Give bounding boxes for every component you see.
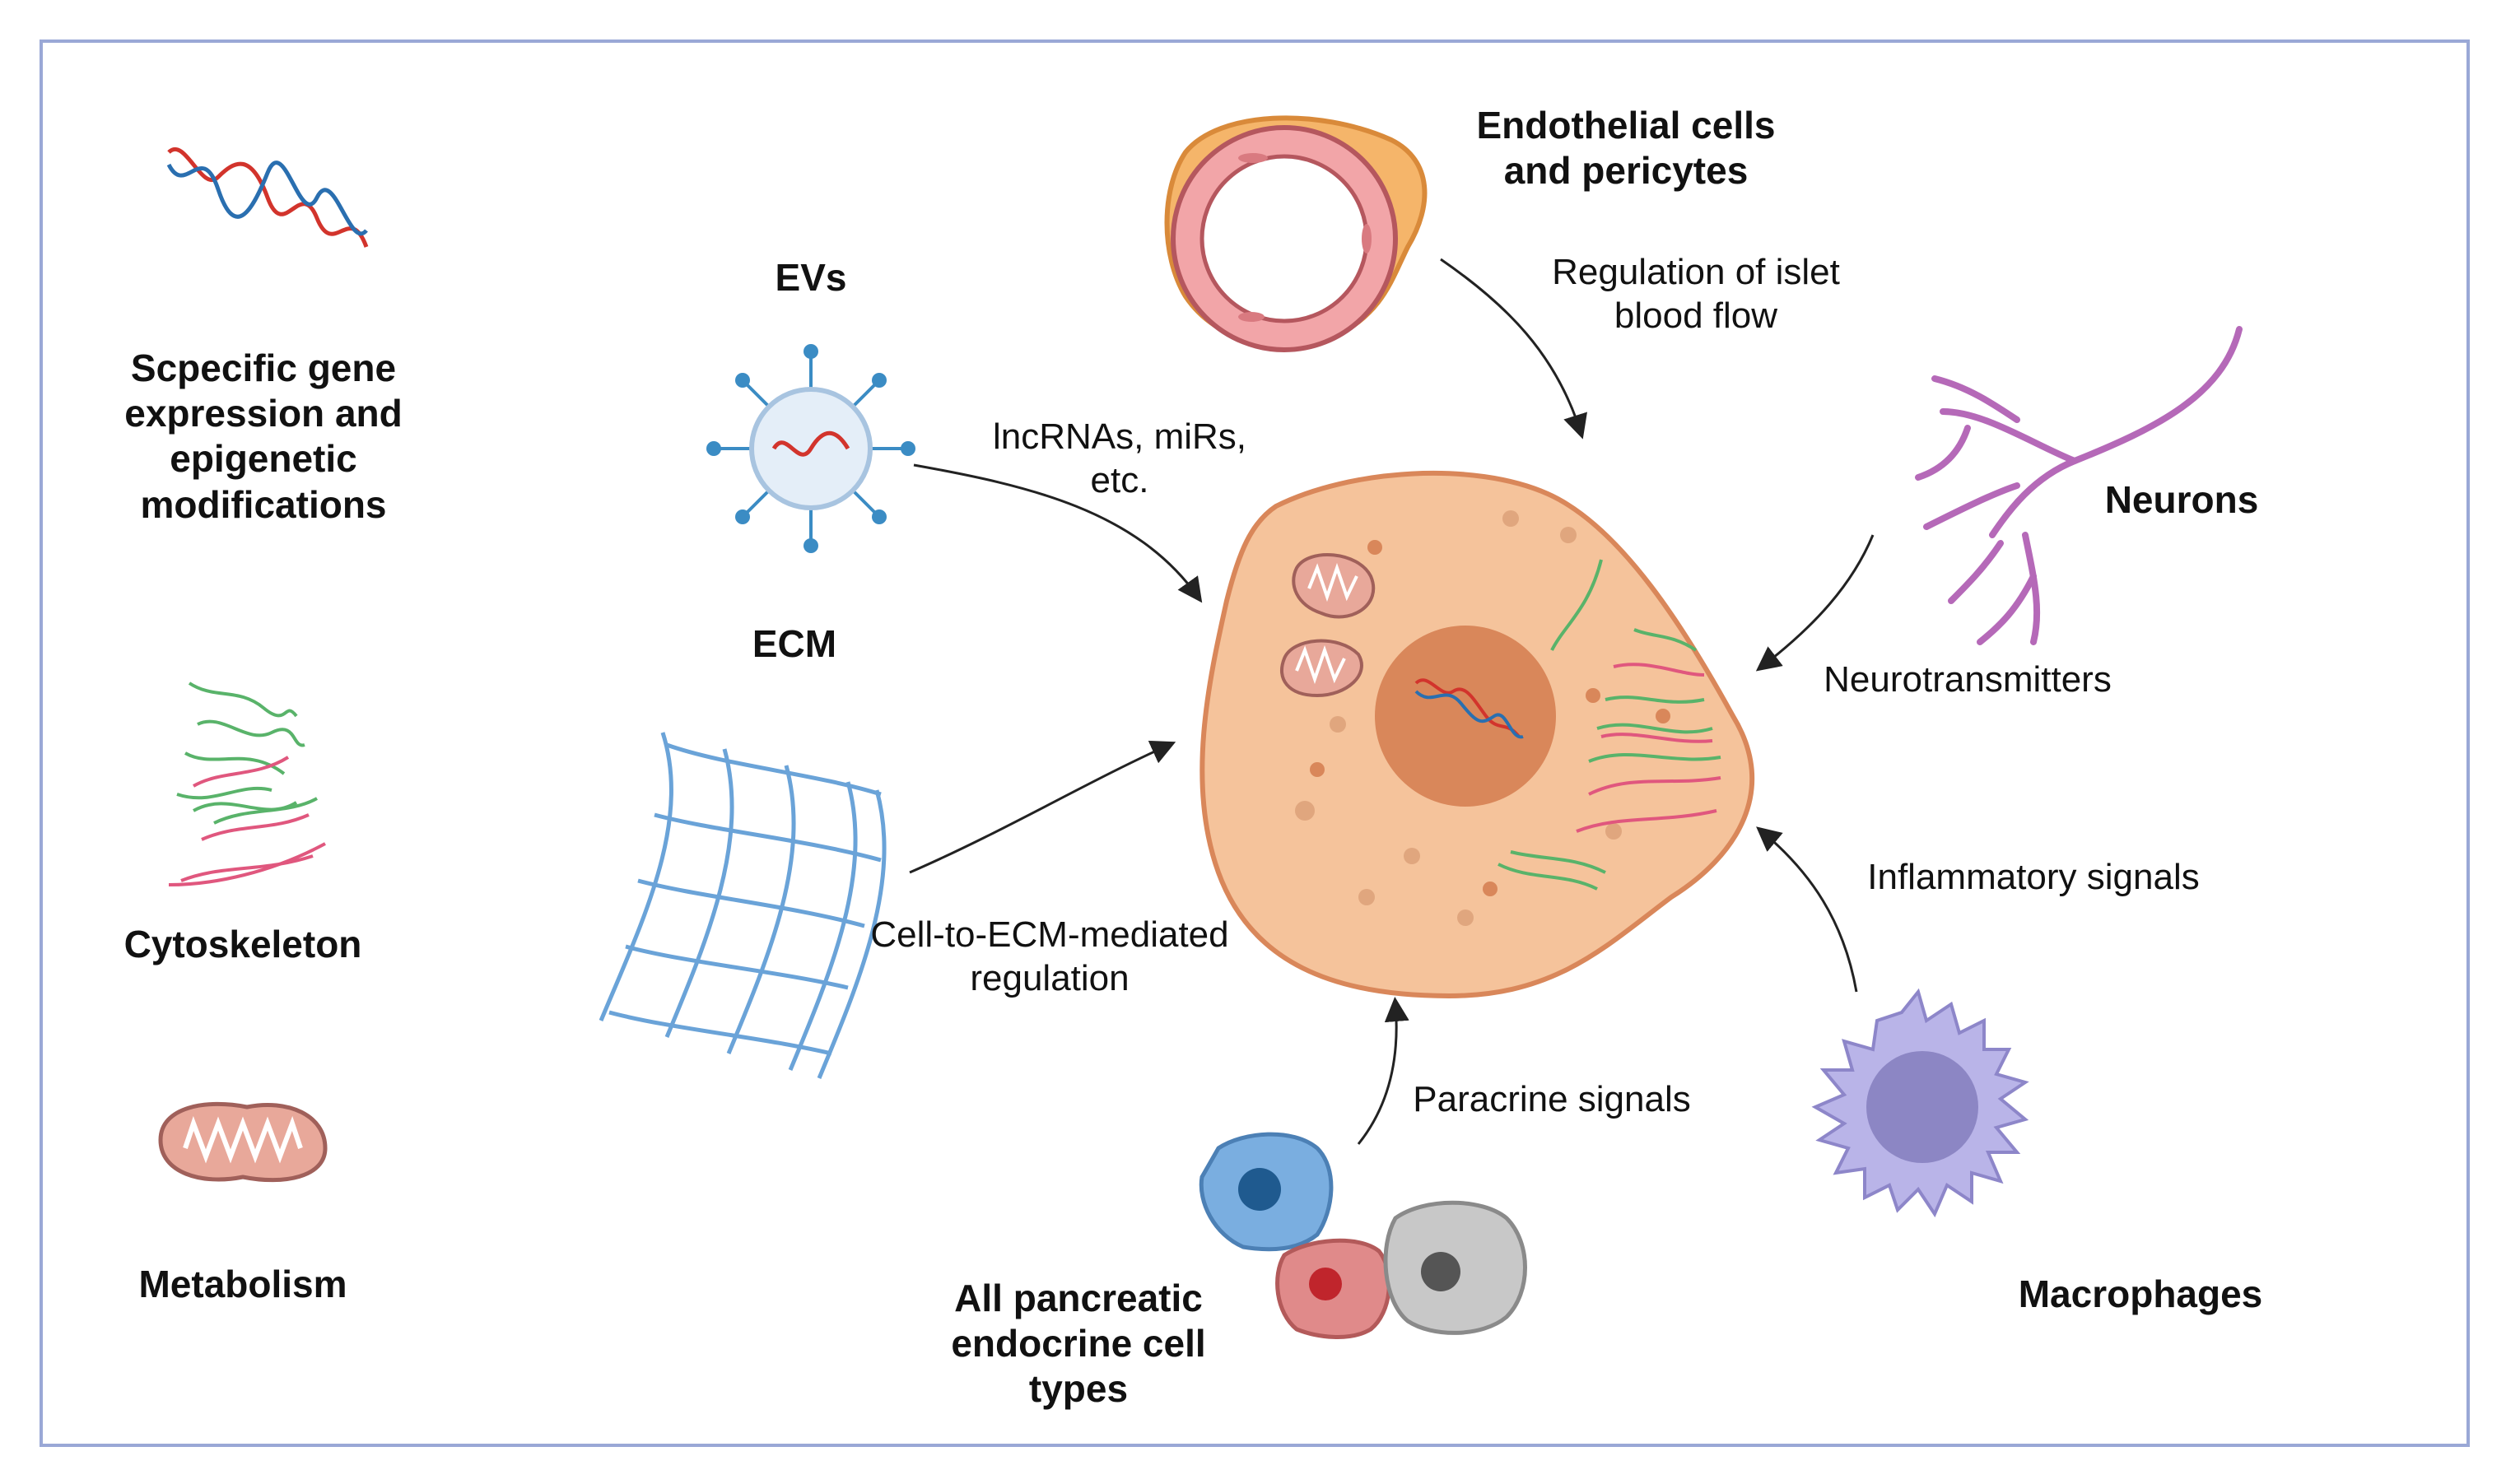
label-endocrine-signal: Paracrine signals <box>1413 1079 1691 1119</box>
cytoskeleton-fibers-icon <box>168 682 326 886</box>
blood-vessel-icon <box>1164 115 1428 352</box>
label-endothelial-signal: Regulation of islet blood flow <box>1482 251 1910 338</box>
label-line: blood flow <box>1614 295 1778 336</box>
label-line: All pancreatic <box>954 1277 1203 1319</box>
arrow-endocrine-to-cell <box>1357 997 1409 1145</box>
ecm-mesh-icon <box>599 732 887 1079</box>
arrow-neurons-to-cell <box>1755 534 1875 672</box>
label-line: Endothelial cells <box>1476 104 1776 147</box>
label-evs: EVs <box>775 256 847 299</box>
label-line: expression and <box>124 392 403 435</box>
label-metabolism: Metabolism <box>138 1263 347 1305</box>
label-line: modifications <box>140 482 387 526</box>
label-macrophages-signal: Inflammatory signals <box>1867 857 2200 897</box>
macrophage-icon <box>1811 988 2029 1218</box>
label-gene-expression: Scpecific gene expression and epigenetic… <box>78 346 449 528</box>
extracellular-vesicle-icon <box>706 344 915 553</box>
label-ecm-signal: Cell-to-ECM-mediated regulation <box>823 914 1276 1001</box>
label-line: Scpecific gene <box>130 347 397 389</box>
organelle-cytoskeleton <box>1498 559 1721 891</box>
arrow-macrophages-to-cell <box>1756 826 1858 993</box>
label-line: epigenetic <box>170 437 357 481</box>
label-neurons: Neurons <box>2104 478 2259 521</box>
label-ecm: ECM <box>752 622 837 665</box>
label-neurons-signal: Neurotransmitters <box>1824 659 2112 700</box>
mitochondrion-icon <box>158 1101 328 1183</box>
arrow-evs-to-cell <box>913 463 1203 603</box>
label-line: etc. <box>1090 459 1149 500</box>
label-line: endocrine cell <box>951 1322 1206 1365</box>
label-evs-signal: lncRNAs, miRs, etc. <box>922 416 1317 503</box>
arrow-endothelial-to-cell <box>1440 258 1587 440</box>
diagram-frame <box>40 40 2470 1447</box>
arrow-ecm-to-cell <box>909 740 1176 874</box>
label-line: Cell-to-ECM-mediated <box>870 914 1229 955</box>
endocrine-cells-icon <box>1199 1132 1527 1339</box>
label-cytoskeleton: Cytoskeleton <box>123 923 362 965</box>
organelle-mitochondria <box>1279 553 1376 698</box>
dna-helix-icon <box>166 147 369 248</box>
label-line: types <box>1028 1367 1129 1411</box>
label-endocrine: All pancreatic endocrine cell types <box>914 1276 1243 1412</box>
neuron-icon <box>1915 326 2243 645</box>
label-line: Regulation of islet <box>1552 252 1840 292</box>
label-macrophages: Macrophages <box>2018 1272 2263 1315</box>
target-cell-icon <box>1199 470 1755 999</box>
label-line: and pericytes <box>1503 149 1749 193</box>
label-line: lncRNAs, miRs, <box>992 416 1247 457</box>
label-line: regulation <box>970 957 1130 998</box>
label-endothelial: Endothelial cells and pericytes <box>1416 103 1836 193</box>
